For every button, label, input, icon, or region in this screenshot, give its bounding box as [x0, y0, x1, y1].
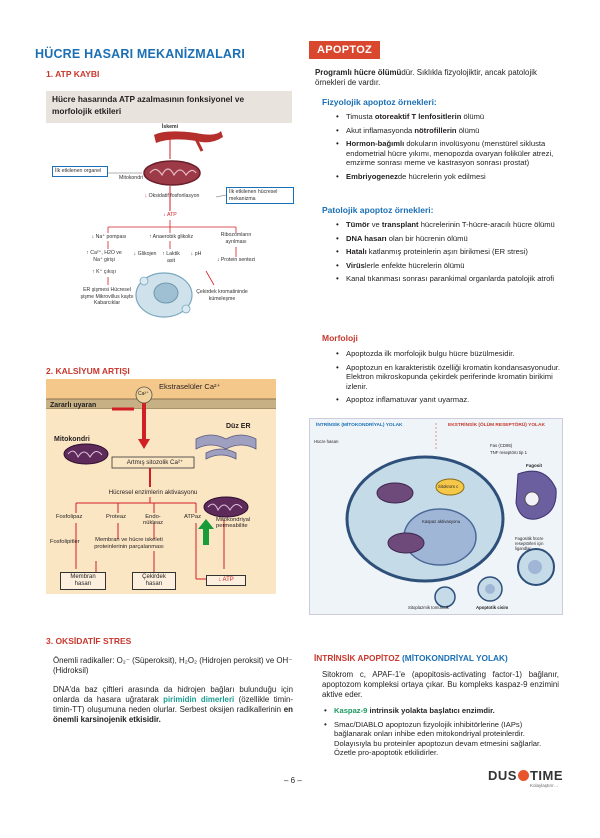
ilk-organel-box: İlk etkilenen organel	[52, 166, 108, 177]
atp-box-heading: Hücre hasarında ATP azalmasının fonksiyo…	[46, 91, 292, 123]
oksidatif-radikaller: Önemli radikaller: O₂⁻ (Süperoksit), H₂O…	[53, 656, 293, 675]
er-sismesi-label: ER şişmesi Hücresel şişme Mikrovillus ka…	[80, 287, 134, 306]
ca-top: Ca²⁺	[138, 391, 149, 397]
list-item: Hatalı katlanmış proteinlerin aşırı biri…	[334, 247, 560, 257]
atpaz-label: ATPaz	[184, 514, 201, 520]
proteaz-label: Proteaz	[106, 514, 126, 520]
atp-result-box: ↓ ATP	[206, 575, 246, 586]
list-item: Virüslerle enfekte hücrelerin ölümü	[334, 261, 560, 271]
iskemi-label: İskemi	[161, 124, 179, 130]
zararli-uyaran-label: Zararlı uyaran	[50, 402, 97, 409]
fas-label: Fas (CD95)	[490, 443, 513, 448]
section-kalsiyum-title: 2. KALSİYUM ARTIŞI	[46, 366, 130, 376]
laktik-label: ↑ Laktik asit	[162, 251, 180, 264]
cekirdek-hasari-box: Çekirdek hasarı	[132, 572, 176, 590]
ilk-mekanizma-box: İlk etkilenen hücresel mekanizma	[226, 187, 294, 204]
mitokondri-label: Mitokondri	[119, 175, 143, 181]
fosfolipaz-label: Fosfolipaz	[56, 514, 83, 520]
kalsiyum-diagram: Ekstraselüler Ca²⁺ Ca²⁺ Zararlı uyaran M…	[46, 379, 276, 594]
list-item: Apoptozda ilk morfolojik bulgu hücre büz…	[334, 349, 560, 359]
cekirdek-label: Çekirdek kromatininde kümeleşme	[196, 289, 248, 302]
kaspaz-label: Kaspaz aktivasyonu	[422, 519, 461, 524]
section-oksidatif-title: 3. OKSİDATİF STRES	[46, 636, 132, 646]
list-item: DNA hasarı olan bir hücrenin ölümü	[334, 234, 560, 244]
mito-perm-label: Mitokondriyal permeabilite	[216, 517, 251, 529]
apoptoz-diagram: İNTRİNSİK (MİTOKONDRİYAL) YOLAK EKSTRİNS…	[309, 418, 563, 615]
fizyolojik-title: Fizyolojik apoptoz örnekleri:	[322, 97, 437, 107]
glikojen-label: ↓ Glikojen	[133, 251, 157, 257]
list-item: Apoptoz inflamatuvar yanıt uyarmaz.	[334, 395, 560, 405]
fagosit-label: Fagosit	[526, 463, 543, 468]
oksidatif-dna-paragraph: DNA'da baz çiftleri arasında da hidrojen…	[53, 685, 293, 724]
tnf-label: TNF reseptörü tip 1	[490, 450, 528, 455]
fizyolojik-list: Timusta otoreaktif T lenfositlerin ölümü…	[334, 112, 560, 185]
membran-hasari-box: Membran hasarı	[60, 572, 106, 590]
sitokrom-label: Sitokrom c	[438, 484, 459, 489]
membran-iskelet-label: Membran ve hücre iskeleti proteinlerinin…	[94, 537, 164, 550]
page-number: – 6 –	[284, 776, 302, 785]
atp-label: ↓ ATP	[163, 212, 177, 218]
list-item: Kaspaz-9 intrinsik yolakta başlatıcı enz…	[322, 706, 560, 716]
ekstrinsik-yolak-label: EKSTRİNSİK (ÖLÜM RESEPTÖRÜ) YOLAK	[448, 423, 545, 428]
patolojik-title: Patolojik apoptoz örnekleri:	[322, 205, 434, 215]
protein-label: ↓ Protein sentezi	[216, 257, 256, 263]
list-item: Embriyogenezde hücrelerin yok edilmesi	[334, 172, 560, 182]
list-item: Tümör ve transplant hücrelerinin T-hücre…	[334, 220, 560, 230]
list-item: Hormon-bağımlı dokuların involüsyonu (me…	[334, 139, 560, 168]
endonukleaz-label: Endo-nükleaz	[143, 514, 163, 526]
morfoloji-title: Morfoloji	[322, 333, 358, 343]
enzim-aktivasyon-label: Hücresel enzimlerin aktivasyonu	[108, 489, 198, 496]
apoptoz-title: APOPTOZ	[309, 41, 381, 59]
apoptotik-cisim-label: Apoptotik cisim	[476, 605, 509, 610]
fosfolipitler-label: Fosfolipitler	[50, 539, 80, 545]
intrinsik-list: Kaspaz-9 intrinsik yolakta başlatıcı enz…	[322, 706, 560, 762]
hucre-hasari-label: Hücre hasarı	[314, 439, 339, 444]
sitoplazmik-label: Sitoplazmik tomurcuk	[408, 605, 449, 610]
list-item: Akut inflamasyonda nötrofillerin ölümü	[334, 126, 560, 136]
section-atp-title: 1. ATP KAYBI	[46, 69, 100, 79]
morfoloji-list: Apoptozda ilk morfolojik bulgu hücre büz…	[334, 349, 560, 409]
intrinsik-title: İNTRİNSİK APOPİTOZ (MİTOKONDRİYAL YOLAK)	[314, 653, 508, 663]
page-title: HÜCRE HASARI MEKANİZMALARI	[35, 47, 246, 61]
ekstraseluler-label: Ekstraselüler Ca²⁺	[159, 382, 221, 391]
k-cikisi-label: ↑ K⁺ çıkışı	[92, 269, 116, 275]
patolojik-list: Tümör ve transplant hücrelerinin T-hücre…	[334, 220, 560, 288]
intrinsik-paragraph: Sitokrom c, APAF-1'e (apopitosis-activat…	[322, 670, 559, 699]
logo-subtitle: Kolaylaştırır…	[530, 783, 559, 788]
atp-diagram: İskemi İlk etkilenen organel Mitokondri …	[46, 123, 294, 323]
list-item: Timusta otoreaktif T lenfositlerin ölümü	[334, 112, 560, 122]
artmis-ca-box: Artmış sitozolik Ca²⁺	[126, 459, 184, 466]
anaerobik-label: ↑ Anaerobik glikoliz	[148, 234, 194, 240]
mitokondri-label-2: Mitokondri	[54, 436, 90, 443]
list-item: Kanal tıkanması sonrası parankimal organ…	[334, 274, 560, 284]
duz-er-label: Düz ER	[226, 423, 251, 430]
ph-label: ↓ pH	[190, 251, 202, 257]
list-item: Smac/DIABLO apoptozun fizyolojik inhibit…	[322, 720, 560, 758]
fagositik-ligand-label: Fagositik hücre reseptörleri için ligand…	[515, 536, 544, 551]
oksidatif-label: ↓ Oksidatif fosforilasyon	[144, 193, 200, 199]
list-item: Apoptozun en karakteristik özelliği krom…	[334, 363, 560, 392]
ca-h2o-label: ↑ Ca²⁺, H2O ve Na⁺ girişi	[86, 250, 122, 263]
apoptoz-intro: Programlı hücre ölümüdür. Sıklıkla fizyo…	[315, 68, 537, 87]
intrinsik-yolak-label: İNTRİNSİK (MİTOKONDRİYAL) YOLAK	[316, 423, 403, 428]
ribozom-label: Ribozomların ayrılması	[220, 232, 252, 245]
na-pompa-label: ↓ Na⁺ pompası	[91, 234, 127, 240]
